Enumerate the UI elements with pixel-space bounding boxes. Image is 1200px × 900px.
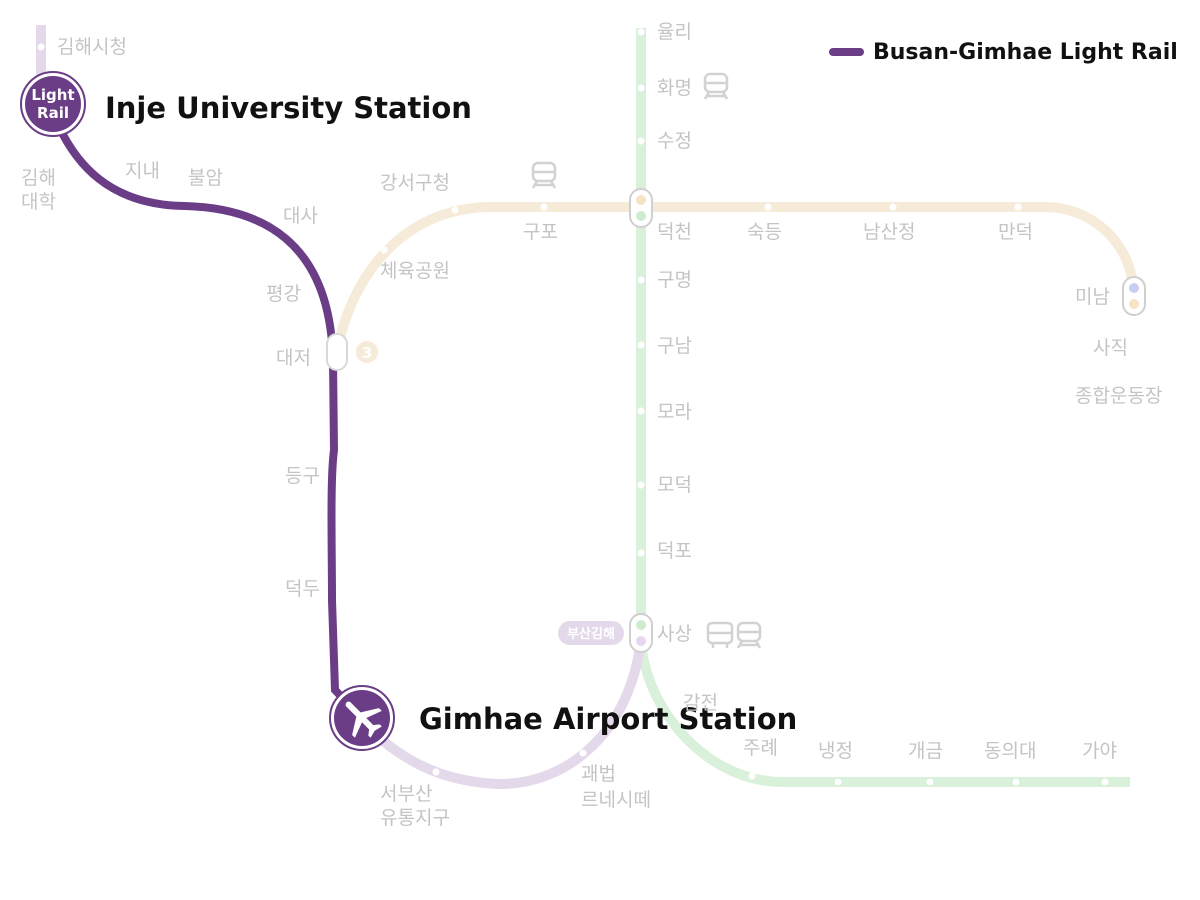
- station-label: 서부산: [380, 783, 432, 805]
- station-label: 강서구청: [380, 172, 450, 194]
- station-label: 불암: [188, 167, 223, 189]
- light-rail-track: [51, 114, 366, 722]
- light-rail-badge-line1: Light: [31, 86, 74, 104]
- station-label: 냉정: [818, 740, 853, 762]
- station-label: 덕두: [285, 578, 320, 600]
- station-label: 평강: [266, 283, 301, 305]
- station-label: 구포: [523, 221, 558, 243]
- deokcheon-transfer: [629, 188, 653, 228]
- station-label: 사직: [1093, 337, 1128, 359]
- station-label: 만덕: [998, 221, 1033, 243]
- station-label: 유통지구: [380, 807, 450, 829]
- station-label: 모덕: [657, 474, 692, 496]
- station-label: 숙등: [747, 221, 782, 243]
- legend: Busan-Gimhae Light Rail: [829, 40, 1178, 65]
- station-label: 김해시청: [57, 36, 127, 58]
- station-label: 김해: [21, 167, 56, 189]
- station-label: 대저: [276, 347, 311, 369]
- inje-station-name: Inje University Station: [105, 91, 472, 125]
- station-label: 지내: [125, 160, 160, 182]
- station-label: 대사: [283, 205, 318, 227]
- station-label: 감전: [683, 692, 718, 714]
- station-label: 르네시떼: [581, 789, 651, 811]
- train-icon: [531, 161, 557, 189]
- station-labels: 김해시청 김해 대학 지내 불암 대사 평강 대저 등구 덕두 서부산 유통지구…: [21, 21, 1162, 829]
- station-dots: [37, 28, 1109, 786]
- bus-icon: [706, 621, 734, 648]
- line3-number-badge: 3: [362, 344, 372, 362]
- station-label: 괘법: [581, 763, 616, 785]
- station-label: 등구: [285, 465, 320, 487]
- station-label: 가야: [1082, 740, 1117, 762]
- station-label: 구명: [657, 269, 692, 291]
- station-label: 율리: [657, 21, 692, 43]
- train-icon: [736, 621, 762, 649]
- line3-track: [332, 202, 1138, 353]
- light-rail-badge-line2: Rail: [37, 104, 69, 122]
- svg-text:부산김해: 부산김해: [567, 626, 615, 642]
- station-label: 남산정: [863, 221, 915, 243]
- station-label: 모라: [657, 401, 692, 423]
- station-label: 덕천: [657, 221, 692, 243]
- station-label: 덕포: [657, 540, 692, 562]
- station-label: 구남: [657, 335, 692, 357]
- station-label: 종합운동장: [1075, 385, 1162, 407]
- inje-station-marker: Light Rail: [20, 71, 86, 137]
- station-label: 화명: [657, 77, 692, 99]
- sasang-transfer: [629, 613, 653, 653]
- light-rail-faint-east: [356, 639, 646, 790]
- airport-station-name: Gimhae Airport Station: [419, 702, 797, 736]
- station-label: 동의대: [984, 740, 1036, 762]
- station-label: 사상: [657, 623, 692, 645]
- station-label: 개금: [908, 740, 943, 762]
- airport-station-marker: [329, 685, 395, 751]
- legend-label: Busan-Gimhae Light Rail: [873, 40, 1178, 65]
- station-label: 수정: [657, 130, 692, 152]
- station-label: 미남: [1075, 286, 1110, 308]
- train-icon: [703, 72, 729, 100]
- station-label: 체육공원: [380, 260, 450, 282]
- station-label: 대학: [21, 191, 56, 213]
- minam-transfer: [1122, 276, 1146, 316]
- airplane-icon: [345, 701, 382, 738]
- busan-gimhae-badge: 부산김해: [558, 621, 624, 645]
- daejeo-transfer: 3: [326, 333, 378, 371]
- line2-track: [636, 28, 1130, 787]
- station-label: 주례: [743, 737, 778, 759]
